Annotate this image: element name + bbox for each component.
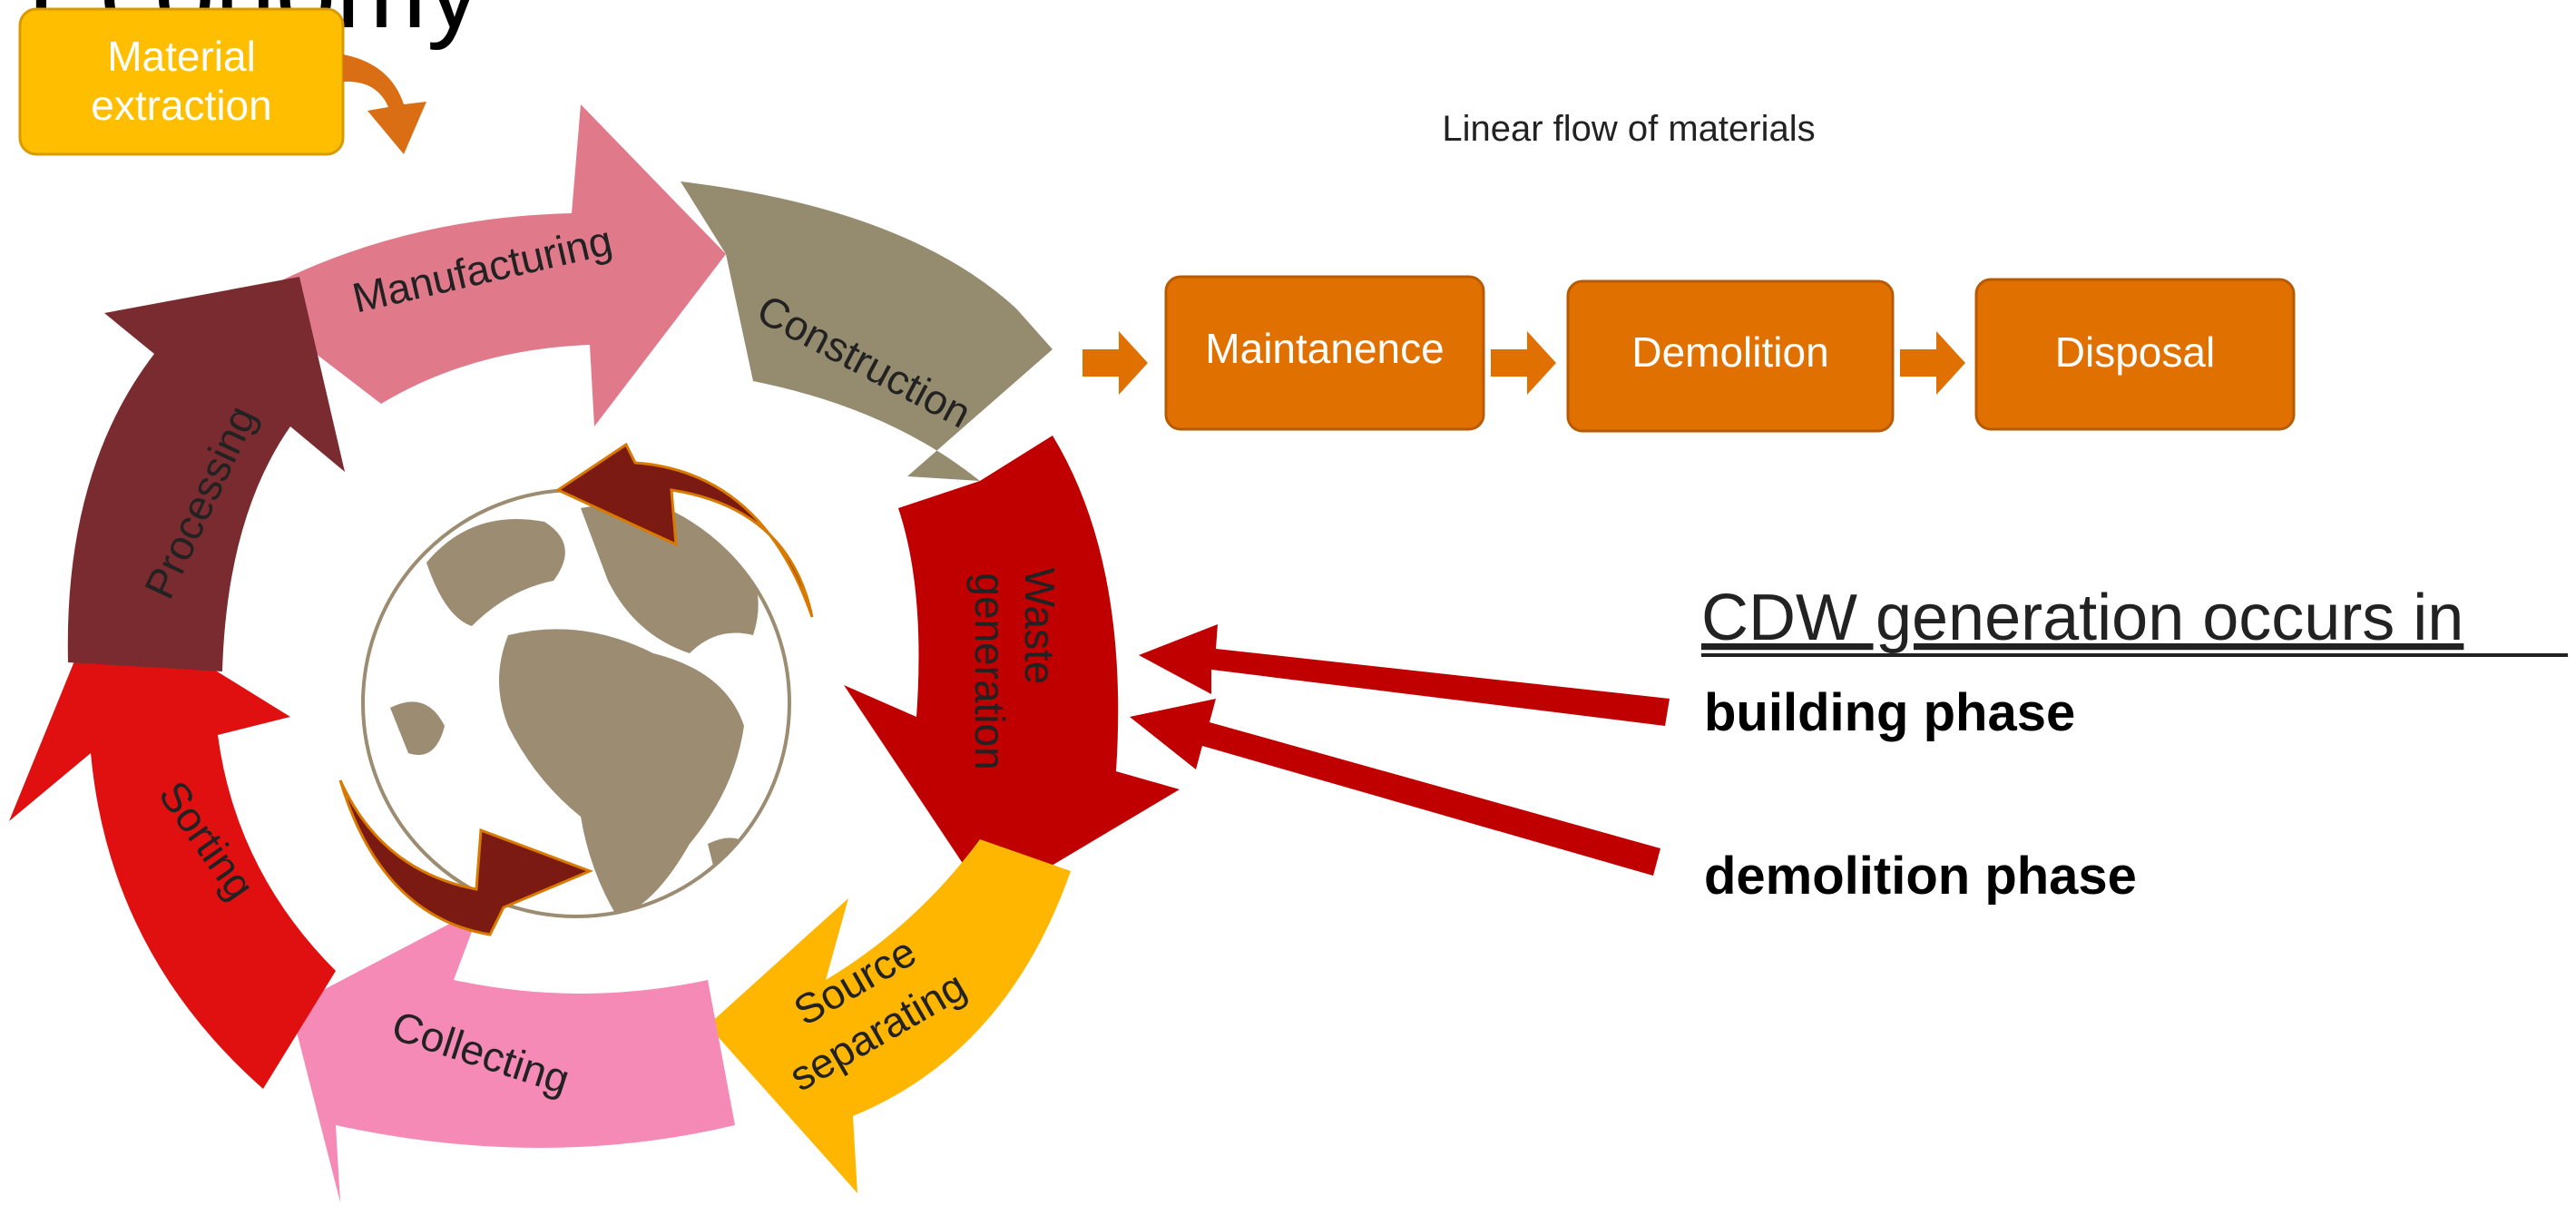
- phase-building: building phase: [1704, 683, 2075, 742]
- inner-arrow-top-icon: [554, 442, 814, 618]
- linear-step-label: Demolition: [1631, 328, 1828, 376]
- material-extraction-box: Material extraction: [18, 7, 345, 156]
- linear-connector-arrow-icon: [1900, 331, 1965, 395]
- phase-demolition: demolition phase: [1704, 847, 2137, 906]
- linear-step-maintanence: Maintanence: [1164, 275, 1485, 431]
- cycle-arrow-sorting: [9, 599, 336, 1089]
- cycle-arrow-processing: [67, 277, 345, 671]
- pointer-arrow-demolition-icon: [1130, 699, 1660, 876]
- pointer-arrow-building-icon: [1139, 624, 1670, 726]
- cdw-heading: CDW generation occurs in: [1701, 582, 2463, 654]
- cycle-arrows: [9, 104, 1180, 1202]
- linear-connector-arrow-icon: [1491, 331, 1556, 395]
- linear-flow: Maintanence Demolition Disposal: [1082, 275, 2296, 433]
- cycle-arrow-construction: [681, 181, 1053, 481]
- inner-arrow-bottom-icon: [338, 779, 594, 936]
- linear-connector-arrow-icon: [1082, 331, 1148, 395]
- globe-icon: [361, 488, 791, 918]
- label-waste-line1: Waste: [1016, 568, 1063, 685]
- cycle-arrow-source-separating: [708, 839, 1071, 1193]
- linear-step-label: Disposal: [2055, 328, 2215, 376]
- linear-step-disposal: Disposal: [1974, 278, 2296, 431]
- cycle-arrow-waste-generation: [844, 436, 1180, 903]
- cycle-arrow-manufacturing: [245, 104, 726, 426]
- pointer-arrows: [1130, 624, 1670, 876]
- label-waste-line2: generation: [966, 573, 1014, 769]
- linear-step-demolition: Demolition: [1566, 279, 1895, 433]
- material-extraction-label-line2: extraction: [91, 82, 271, 129]
- material-extraction-label-line1: Material: [107, 33, 256, 80]
- cycle-arrow-collecting: [290, 907, 735, 1202]
- curved-arrow-icon: [343, 54, 426, 154]
- linear-flow-title: Linear flow of materials: [1442, 109, 1815, 149]
- linear-step-label: Maintanence: [1205, 325, 1444, 372]
